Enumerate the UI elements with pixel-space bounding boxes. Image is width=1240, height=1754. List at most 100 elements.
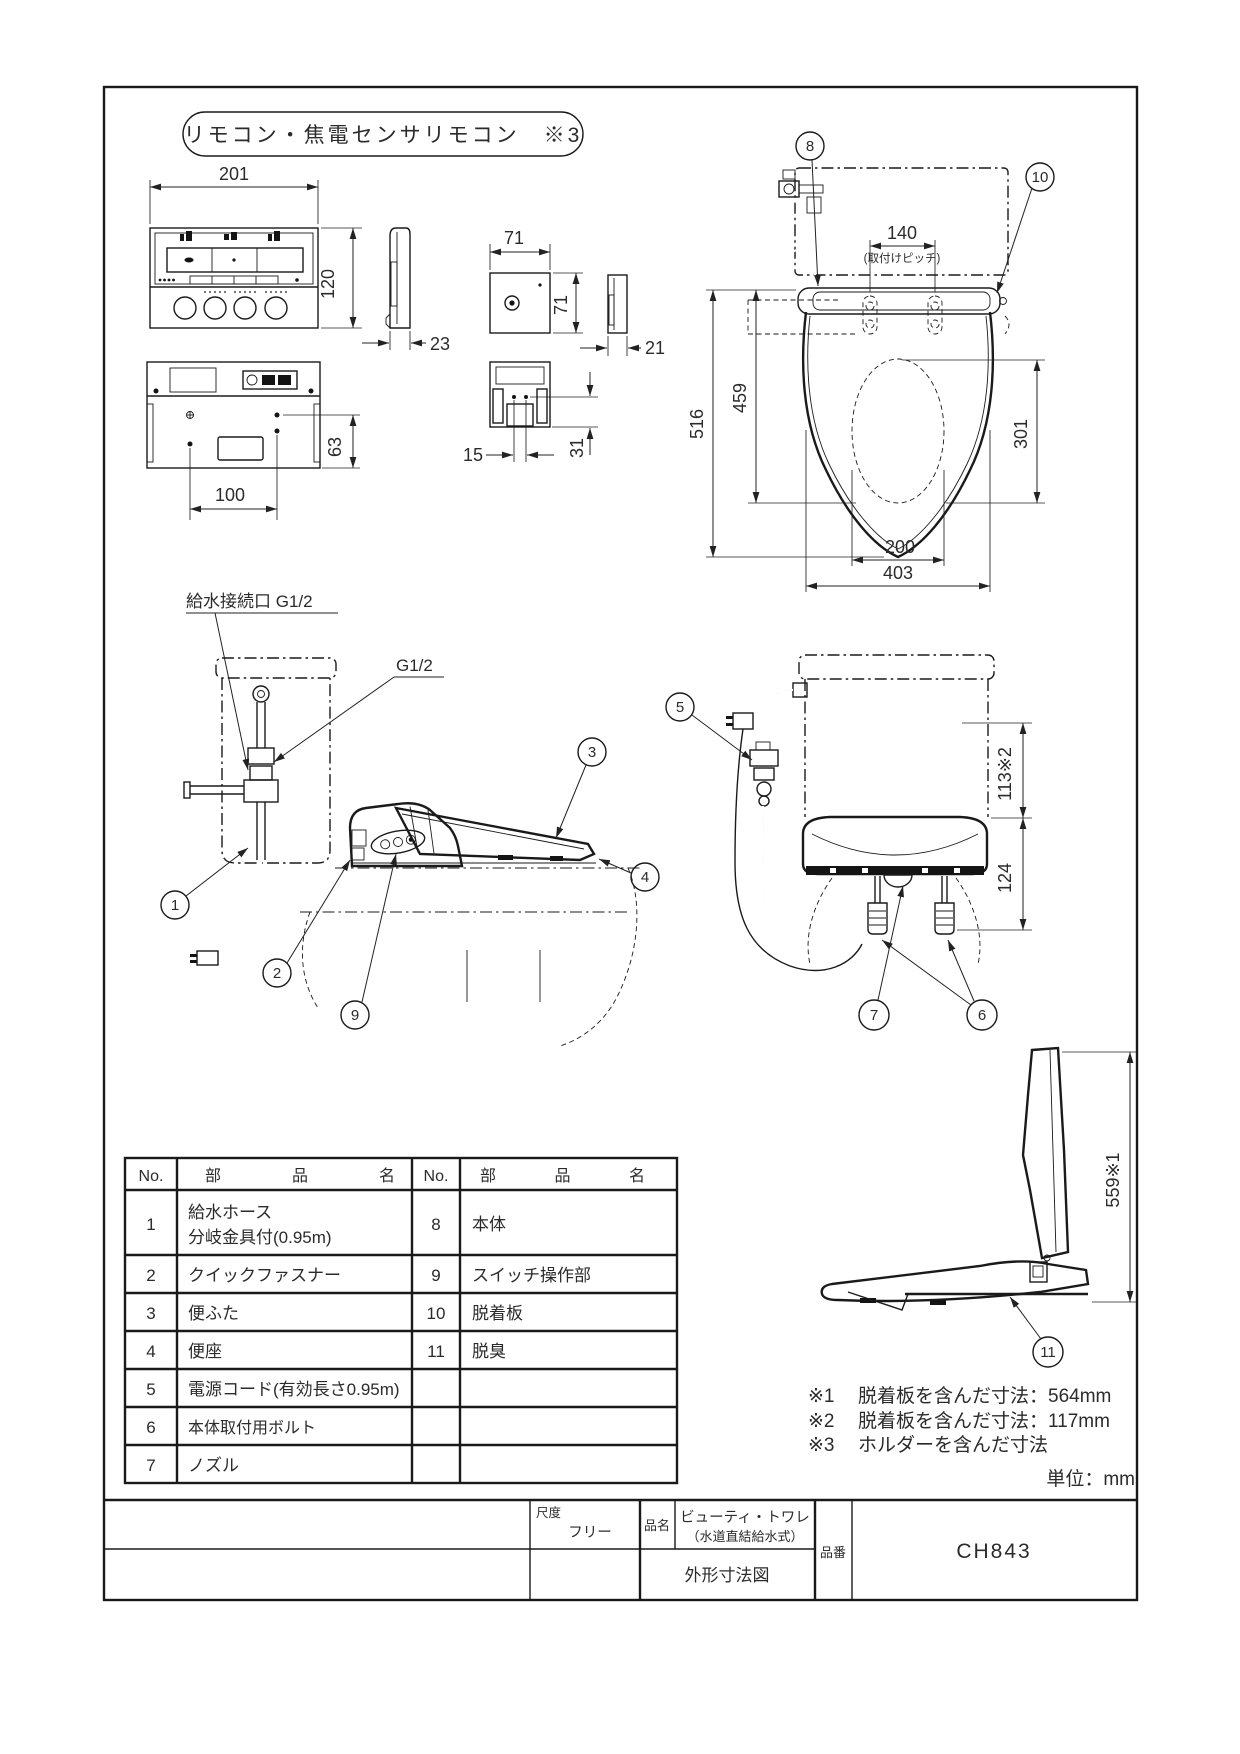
table-header-name-left: 部 品 名 [205,1167,395,1185]
svg-text:8: 8 [806,138,814,155]
callout-11: 11 [1009,1296,1064,1368]
dim-sensor-hole-pitch: 15 [463,445,483,465]
svg-text:脱臭: 脱臭 [472,1342,506,1361]
scale-label: 尺度 [536,1505,562,1520]
dim-remote-height: 120 [318,269,338,299]
svg-text:6: 6 [146,1418,155,1437]
table-row: 6 本体取付用ボルト [146,1418,316,1437]
dim-rear-height-lower: 124 [995,863,1015,893]
svg-text:3: 3 [146,1304,155,1323]
svg-text:4: 4 [641,869,649,886]
notes: ※1 脱着板を含んだ寸法：564mm ※2 脱着板を含んだ寸法：117mm ※3… [808,1385,1135,1490]
remote-mode-icons [180,231,280,241]
drawing-frame [102,85,1139,1602]
callout-2: 2 [262,859,351,988]
seat-rear-outline [801,815,989,876]
product-name-sub: （水道直結給水式） [686,1529,803,1544]
table-row: 4 便座 [146,1342,222,1361]
dim-remote-width: 201 [219,164,249,184]
switch-panel [370,829,426,855]
dim-mount-pitch: 140 [887,223,917,243]
product-name: ビューティ・トワレ [680,1509,810,1526]
note-1-text: 脱着板を含んだ寸法：564mm [858,1385,1111,1407]
svg-text:9: 9 [351,1007,359,1024]
svg-text:脱着板: 脱着板 [472,1304,523,1323]
table-row: 7 ノズル [146,1456,239,1475]
seat-opening-dashed [851,358,945,504]
remote-knobs [173,291,288,320]
svg-text:1: 1 [146,1215,155,1234]
rear-power-cord [726,712,863,972]
dim-seat-width: 403 [883,563,913,583]
dim-opening-width: 200 [885,537,915,557]
svg-text:2: 2 [273,965,281,982]
sensor-side-view: 21 [580,274,665,358]
table-header-no-left: No. [139,1168,164,1185]
title-block: 尺度 フリー 品名 ビューティ・トワレ （水道直結給水式） 外形寸法図 品番 C… [104,1498,1137,1600]
hinge-slots [747,295,1010,335]
bowl-outline-side [300,867,640,1047]
remote-front-view: 201 120 [149,164,362,329]
svg-text:6: 6 [978,1007,986,1024]
table-row: 3 便ふた [146,1304,239,1323]
svg-text:10: 10 [1032,169,1049,186]
open-lid [1021,1046,1070,1260]
svg-text:9: 9 [431,1266,440,1285]
svg-text:給水ホース: 給水ホース [188,1203,272,1222]
water-inlet-label: 給水接続口 G1/2 [186,592,313,611]
svg-text:分岐金具付(0.95m): 分岐金具付(0.95m) [188,1228,332,1247]
table-row: 9 スイッチ操作部 [431,1266,591,1285]
callout-4: 4 [598,858,660,892]
part-number: CH843 [956,1540,1031,1563]
remote-rear-view: 63 100 [146,361,360,520]
svg-text:8: 8 [431,1215,440,1234]
water-supply-assembly-top [748,169,824,289]
sensor-front-view: 71 71 [489,228,583,334]
table-row: 10 脱着板 [427,1304,523,1323]
note-3-text: ホルダーを含んだ寸法 [858,1434,1048,1456]
lid-open-view: 559※1 11 [820,1046,1136,1368]
table-row: 8 本体 [431,1215,506,1234]
unit-note: 単位：mm [1046,1468,1135,1490]
svg-text:5: 5 [146,1380,155,1399]
svg-text:11: 11 [1040,1344,1056,1361]
mount-pitch-note: (取付けピッチ) [864,252,941,265]
power-plug-side [196,950,219,966]
scale-value: フリー [568,1525,612,1541]
callout-6: 6 [881,939,998,1031]
mounting-bolts [867,876,955,935]
remote-section-label-text: リモコン・焦電センサリモコン ※3 [184,124,583,147]
table-row: 5 電源コード(有効長さ0.95m) [146,1380,399,1399]
sensor-rear-view: 15 31 [463,361,598,465]
drawing-type: 外形寸法図 [685,1566,770,1585]
note-2-ref: ※2 [808,1411,835,1432]
svg-text:ノズル: ノズル [188,1456,239,1475]
table-header-no-right: No. [424,1168,449,1185]
toilet-side-view: 給水接続口 G1/2 G1/2 [160,592,660,1047]
callout-1: 1 [160,847,249,920]
dim-total-length: 516 [687,409,707,439]
table-header-name-right: 部 品 名 [480,1167,645,1185]
table-row: 11 脱臭 [427,1342,506,1361]
svg-text:便座: 便座 [188,1342,222,1361]
callout-3: 3 [555,737,607,839]
svg-text:2: 2 [146,1266,155,1285]
svg-text:本体: 本体 [472,1215,506,1234]
seat-unit-side [348,802,596,868]
svg-text:本体取付用ボルト: 本体取付用ボルト [188,1419,316,1437]
callout-7: 7 [858,885,904,1031]
detach-plate [797,287,1001,315]
callout-5: 5 [665,692,753,761]
supply-pipe [183,685,279,860]
svg-text:7: 7 [146,1456,155,1475]
rear-supply [749,682,867,970]
svg-text:4: 4 [146,1342,155,1361]
svg-text:3: 3 [588,744,596,761]
svg-text:便ふた: 便ふた [188,1304,239,1323]
svg-text:電源コード(有効長さ0.95m): 電源コード(有効長さ0.95m) [188,1380,400,1399]
note-2-text: 脱着板を含んだ寸法：117mm [858,1410,1110,1432]
open-seat [820,1260,1090,1303]
table-row: 2 クイックファスナー [146,1266,341,1285]
